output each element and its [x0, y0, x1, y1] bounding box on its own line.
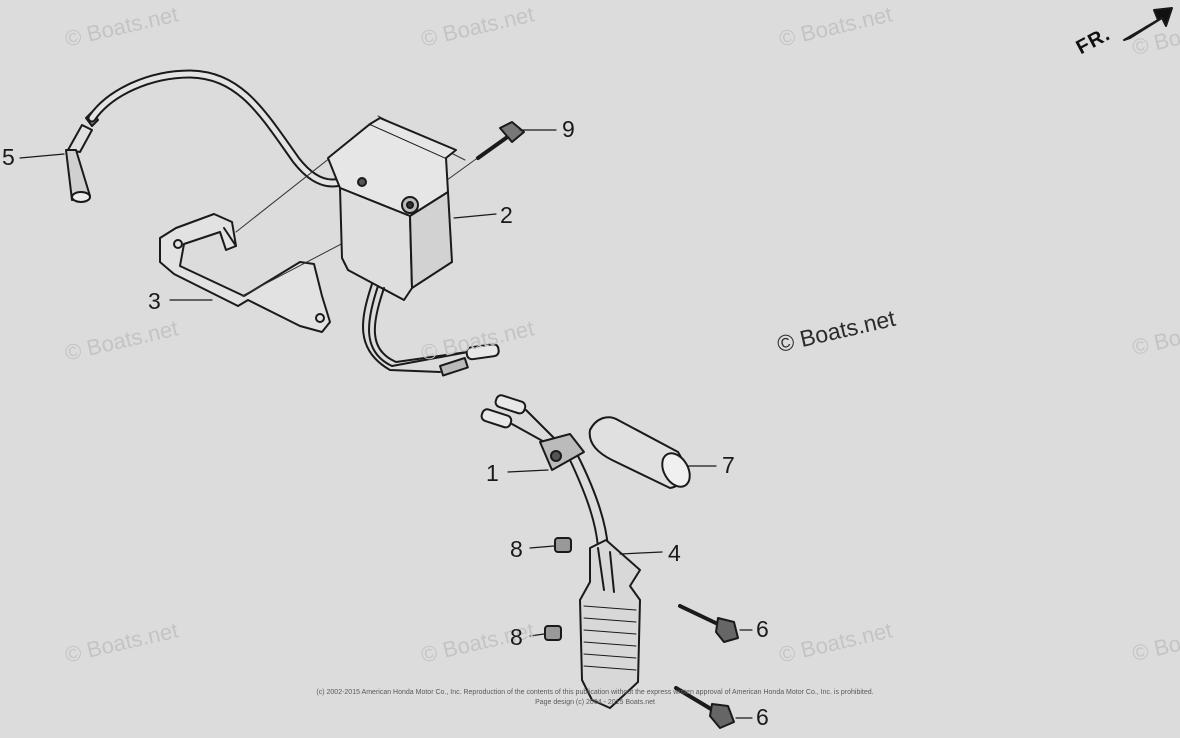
callout-9[interactable]: 9	[562, 116, 575, 142]
callout-6a[interactable]: 6	[756, 616, 769, 642]
copyright-notice: (c) 2002-2015 American Honda Motor Co., …	[170, 688, 1020, 708]
collar-8b	[544, 625, 562, 641]
cdi-unit	[327, 117, 457, 301]
callout-2[interactable]: 2	[500, 202, 513, 228]
bolt-9	[476, 121, 525, 160]
collar-8a	[554, 537, 572, 553]
callout-8b[interactable]: 8	[510, 624, 523, 650]
copyright-line-2: Page design (c) 2004 - 2015 Boats.net	[535, 699, 655, 706]
copyright-line-1: (c) 2002-2015 American Honda Motor Co., …	[316, 689, 874, 696]
rubber-tube	[588, 416, 691, 489]
bolt-6a	[678, 604, 739, 643]
pulser-coil	[579, 539, 641, 709]
callout-6b[interactable]: 6	[756, 704, 769, 730]
callout-1[interactable]: 1	[486, 460, 499, 486]
callout-8a[interactable]: 8	[510, 536, 523, 562]
front-direction-arrow	[1123, 7, 1173, 41]
bracket	[159, 213, 331, 333]
callout-7[interactable]: 7	[722, 452, 735, 478]
callout-3[interactable]: 3	[148, 288, 161, 314]
high-tension-cable	[87, 69, 345, 188]
cdi-wire-harness	[362, 283, 500, 377]
callout-5[interactable]: 5	[2, 144, 15, 170]
grommet-leads	[480, 394, 609, 549]
callout-4[interactable]: 4	[668, 540, 681, 566]
leader-lines	[19, 129, 753, 719]
bolt-6b	[674, 686, 735, 729]
spark-plug-cap	[65, 111, 99, 203]
